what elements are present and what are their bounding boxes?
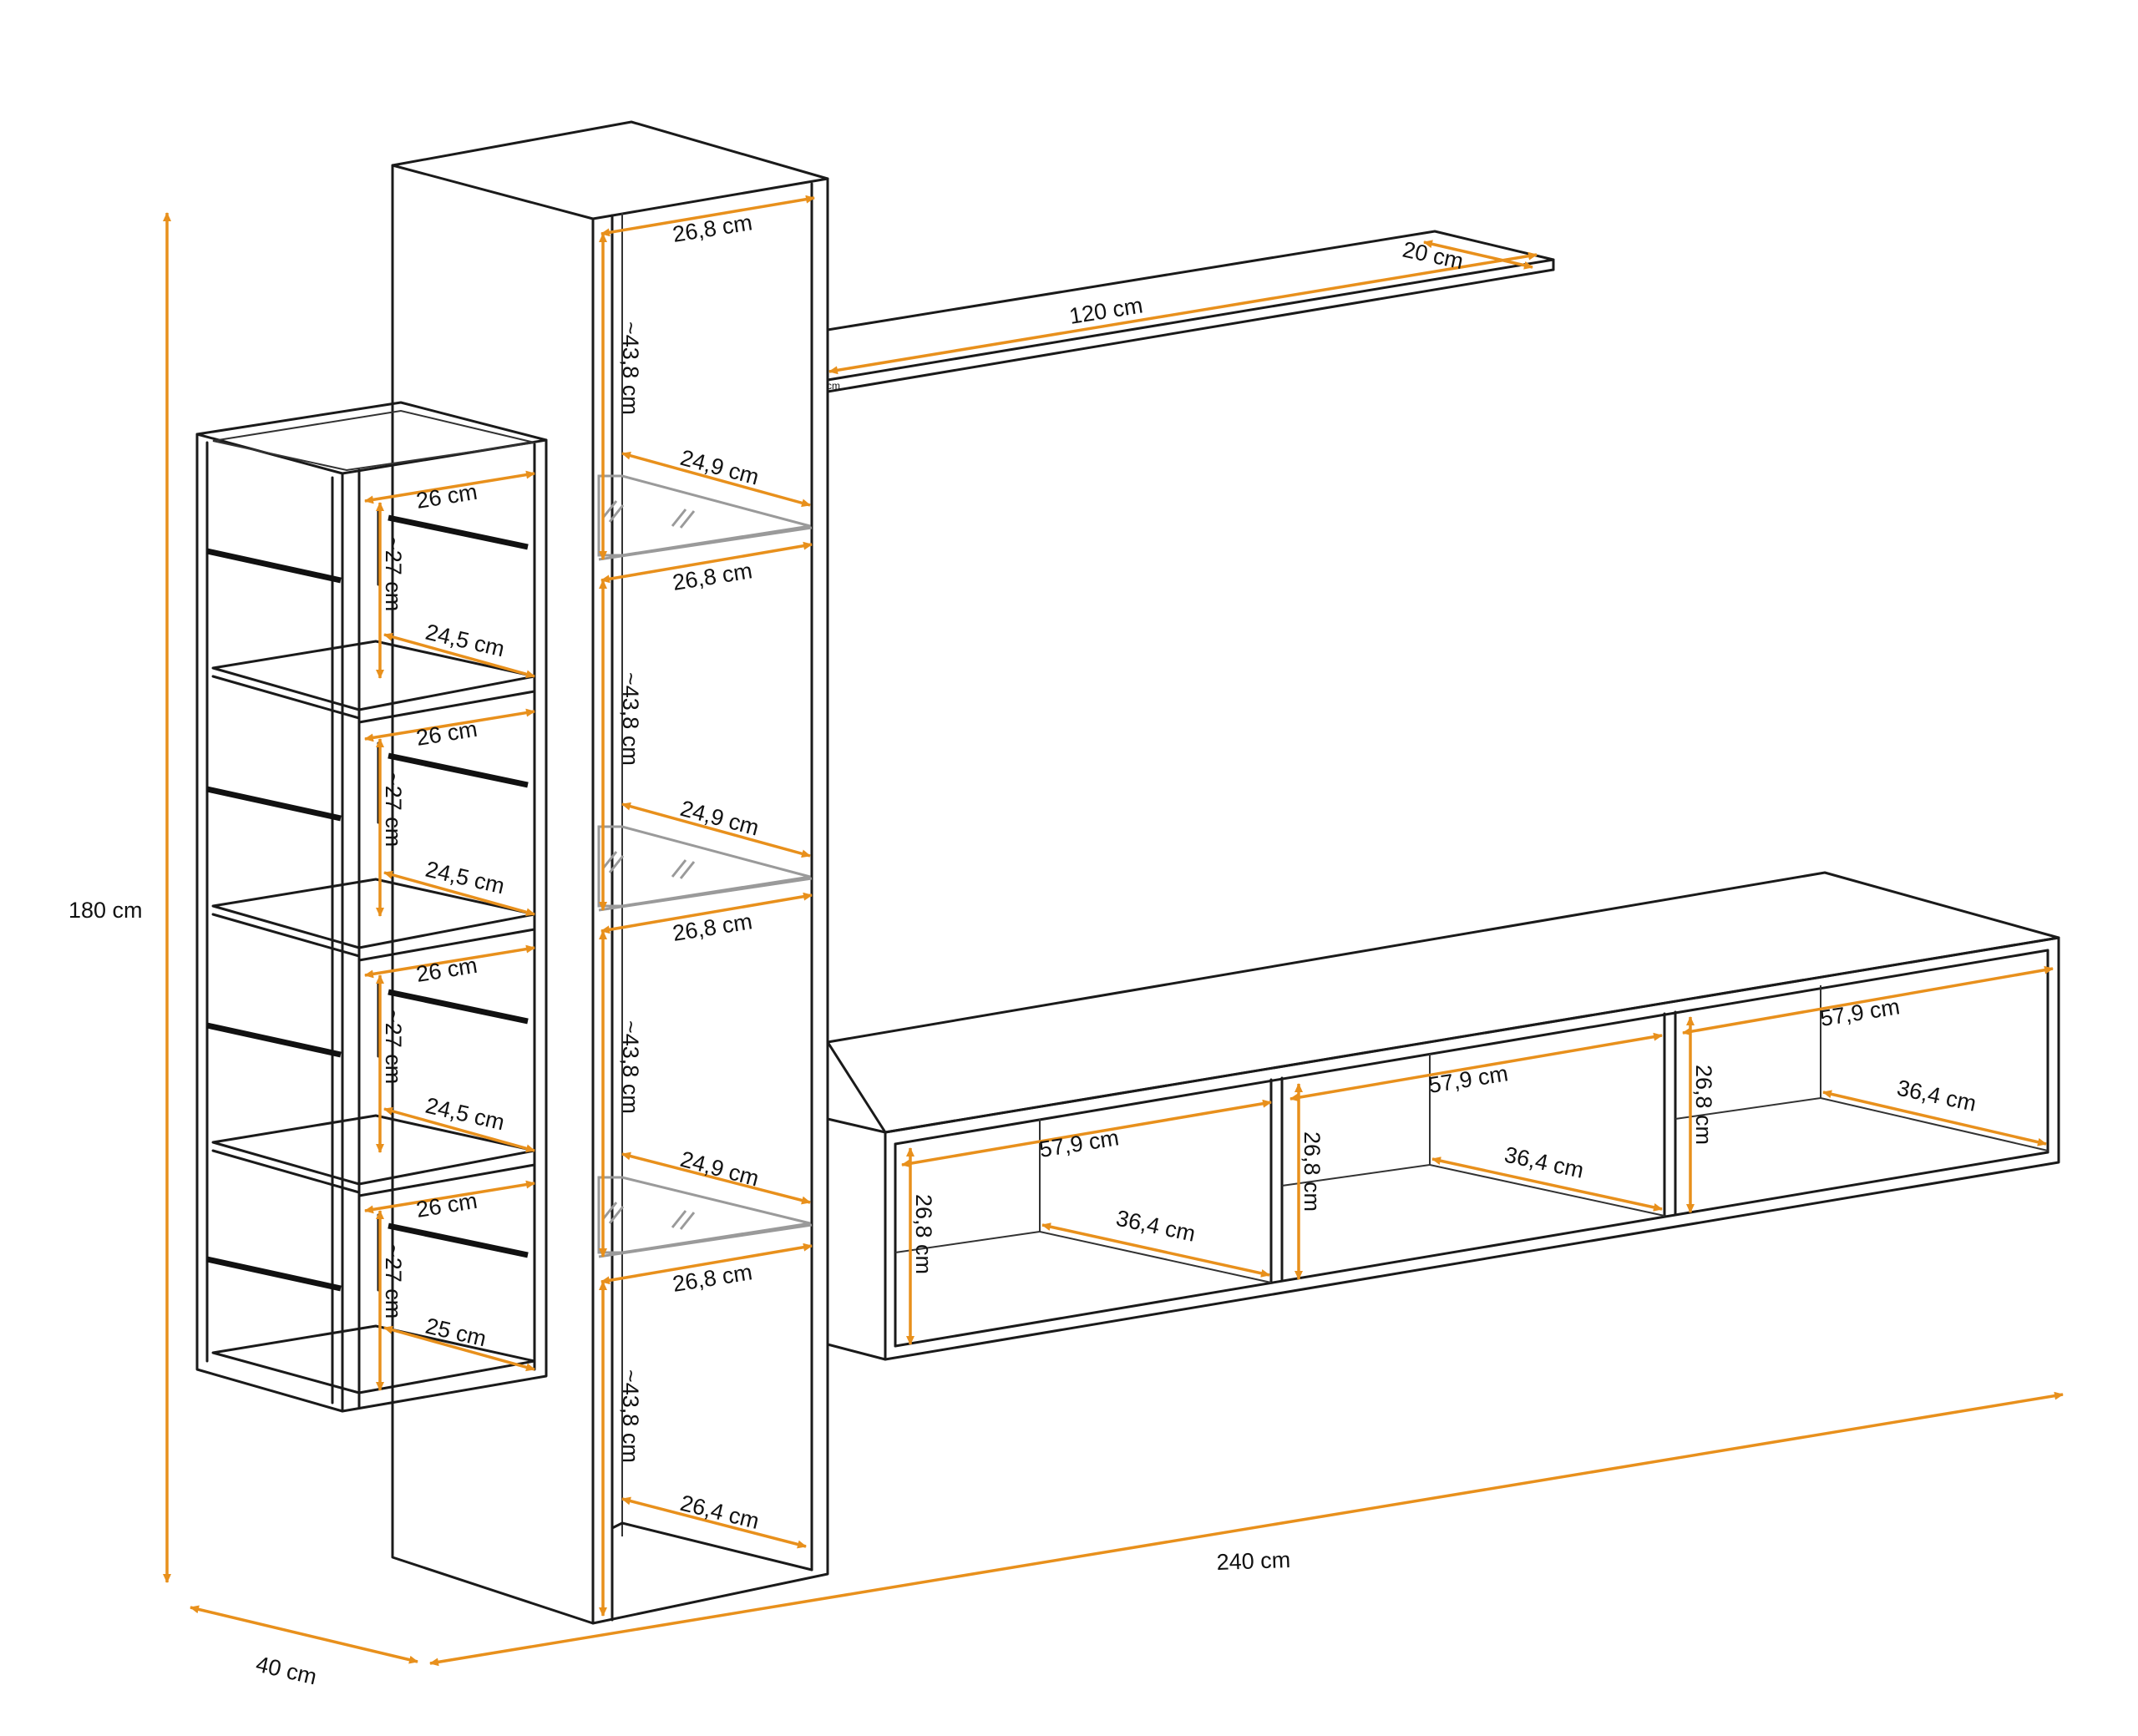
tower-shelf-width-label-1: 26,8 cm — [671, 558, 754, 595]
tower-glass-width-label-1: 24,9 cm — [677, 445, 762, 490]
tower-shelf-width-label-3: 26,8 cm — [671, 1259, 754, 1297]
dimension-labels: 180 cm 40 cm 240 cm 26,8 cm 24,9 cm 26,8… — [68, 210, 1978, 1689]
tv-height-label-2: 26,8 cm — [1300, 1131, 1325, 1212]
rack-bottom-depth-label: 25 cm — [423, 1313, 489, 1352]
glass-shelf-1 — [597, 474, 813, 561]
tower-glass-width-label-3: 24,9 cm — [677, 1146, 762, 1192]
rack-height-label-4: ~27 cm — [381, 1244, 406, 1318]
tower-height-label-4: ~43,8 cm — [618, 1369, 643, 1463]
glass-shelf-3 — [597, 1176, 813, 1258]
wall-shelf-length-label: 120 cm — [1067, 292, 1144, 328]
glass-hatch-marks — [601, 500, 696, 1230]
tower-shelf-width-label-2: 26,8 cm — [671, 908, 754, 946]
glass-shelf-2 — [597, 825, 813, 912]
overall-height-label: 180 cm — [68, 898, 143, 923]
wall-shelf-small-mark: cm — [827, 380, 840, 392]
tv-width-label-1: 57,9 cm — [1037, 1125, 1121, 1162]
overall-depth-label: 40 cm — [254, 1652, 319, 1690]
tv-width-label-2: 57,9 cm — [1426, 1060, 1510, 1098]
dimension-lines — [163, 195, 2064, 1667]
overall-width-label: 240 cm — [1216, 1547, 1291, 1575]
rack-top-depth-label-4: 26 cm — [414, 1188, 479, 1222]
tower-bottom-width-label: 26,4 cm — [678, 1491, 762, 1534]
tower-height-label-2: ~43,8 cm — [618, 672, 643, 766]
rack-top-depth-label-3: 26 cm — [414, 953, 479, 987]
rack-top-depth-label-2: 26 cm — [414, 716, 479, 751]
tower-height-label-3: ~43,8 cm — [618, 1020, 643, 1114]
tv-height-label-3: 26,8 cm — [1691, 1065, 1716, 1145]
rack-height-label-2: ~27 cm — [381, 772, 406, 847]
rack-height-label-1: ~27 cm — [381, 537, 406, 611]
wall-shelf-depth-label: 20 cm — [1401, 237, 1466, 275]
tv-depth-label-1: 36,4 cm — [1114, 1206, 1198, 1247]
rack-top-depth-label-1: 26 cm — [414, 479, 479, 514]
tower-glass-width-label-2: 24,9 cm — [677, 796, 762, 841]
side-rack — [195, 401, 548, 1413]
tv-depth-label-3: 36,4 cm — [1895, 1076, 1978, 1116]
tower-height-label-1: ~43,8 cm — [618, 321, 643, 415]
tv-width-label-3: 57,9 cm — [1818, 994, 1902, 1031]
rack-height-label-3: ~27 cm — [381, 1010, 406, 1084]
tv-unit — [826, 871, 2060, 1361]
tv-height-label-1: 26,8 cm — [911, 1194, 936, 1274]
tower-top-width-label: 26,8 cm — [671, 210, 754, 247]
